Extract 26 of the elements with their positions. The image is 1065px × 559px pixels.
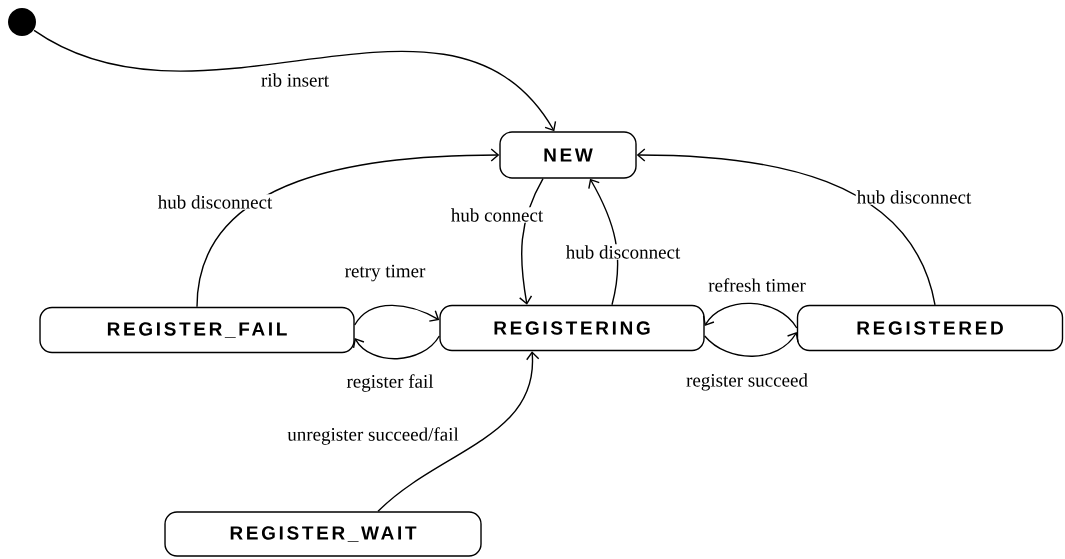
- transition-arrow: [33, 29, 557, 132]
- state-box: REGISTERED: [796, 304, 1064, 352]
- edge-label: hub disconnect: [855, 189, 973, 205]
- edge-label: register succeed: [685, 372, 809, 392]
- state-box: REGISTER_WAIT: [164, 511, 482, 557]
- state-box: NEW: [499, 131, 637, 179]
- state-box: REGISTER_FAIL: [39, 306, 355, 354]
- transition-arrow: [704, 332, 799, 357]
- transition-arrow: [196, 148, 500, 308]
- edge-label: retry timer: [343, 263, 427, 283]
- transition-arrow: [588, 178, 619, 306]
- edge-label: hub disconnect: [564, 244, 682, 260]
- edge-label: unregister succeed/fail: [286, 426, 460, 446]
- transition-arrow: [354, 304, 440, 326]
- transition-arrow: [702, 302, 798, 329]
- transition-arrow: [636, 148, 936, 306]
- edge-label: register fail: [345, 373, 435, 393]
- edge-label: hub connect: [449, 207, 545, 223]
- edge-label: refresh timer: [707, 277, 807, 293]
- transition-arrow: [377, 351, 540, 512]
- edge-label: hub disconnect: [156, 194, 274, 210]
- initial-state-dot: [8, 8, 36, 36]
- edge-label: rib insert: [260, 72, 331, 88]
- state-box: REGISTERING: [439, 304, 705, 352]
- transition-arrow: [352, 335, 440, 360]
- transition-arrow: [519, 178, 544, 305]
